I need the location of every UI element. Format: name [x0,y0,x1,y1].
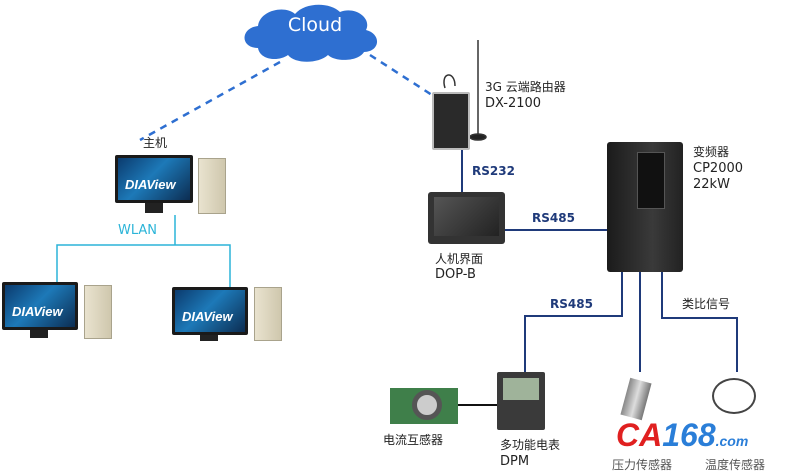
cloud-host-link [139,60,281,142]
drive-model: CP2000 [693,161,744,176]
meter-name: 多功能电表 [500,438,561,452]
cloud-icon [244,4,378,62]
cloud-label: Cloud [287,14,343,36]
temp-sensor-name: 温度传感器 [705,458,766,472]
drive-name: 变频器 [693,145,730,159]
client-monitor-right: DIAView [172,287,248,335]
diaview-logo: DIAView [12,303,63,319]
meter-model: DPM [500,454,530,469]
diaview-logo: DIAView [182,308,233,324]
client-tower-icon [254,287,282,341]
temp-sensor-device [712,378,756,414]
rs485-meter-link [524,272,623,372]
pressure-sensor-name: 压力传感器 [612,458,673,472]
power-meter-device [497,372,545,430]
client-monitor-left: DIAView [2,282,78,330]
ct-name: 电流互感器 [383,433,444,447]
router-model: DX-2100 [485,96,542,111]
temp-link [661,272,738,372]
rs485-hmi-label: RS485 [532,211,575,225]
drive-device [607,142,683,272]
host-label: 主机 [143,136,168,150]
host-tower-icon [198,158,226,214]
analog-signal-label: 类比信号 [682,297,731,311]
hmi-device [428,192,505,244]
current-transformer-device [390,388,458,424]
rs485-meter-label: RS485 [550,297,593,311]
router-device [432,92,470,150]
host-monitor: DIAView [115,155,193,203]
client-tower-icon [84,285,112,339]
rs232-label: RS232 [472,164,515,178]
router-antenna-icon [443,40,487,141]
hmi-model: DOP-B [435,267,476,282]
wlan-links [56,215,231,290]
router-name: 3G 云端路由器 [485,80,566,94]
wlan-label: WLAN [118,223,158,238]
drive-power: 22kW [693,177,730,192]
diaview-logo: DIAView [125,176,176,192]
cloud-links [139,53,433,142]
cloud-router-link [369,53,433,97]
watermark-logo: CA168.com [616,417,749,453]
hmi-name: 人机界面 [435,252,484,266]
bus-links [461,146,738,372]
